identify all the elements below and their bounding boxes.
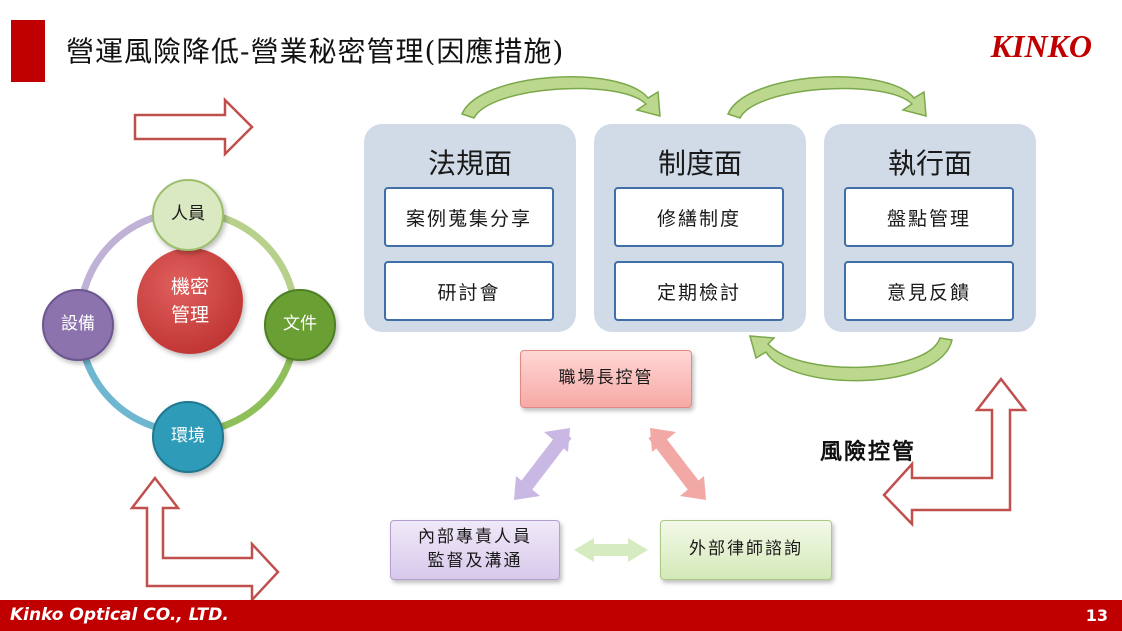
cycle-node-people: 人員 [152,179,224,251]
panel-item: 修繕制度 [614,187,784,247]
panel-title: 法規面 [427,147,512,180]
curved-arrow-icon [460,76,661,119]
control-label: 外部律師諮詢 [689,539,803,560]
panel-item: 盤點管理 [844,187,1014,247]
title-accent-bar [11,20,45,82]
internal-staff-box: 內部專責人員監督及溝通 [390,520,560,580]
outline-arrow-icon [882,376,1028,528]
curved-arrow-icon [748,335,953,382]
page-number: 13 [1085,606,1108,625]
cycle-center-line: 管理 [170,304,209,326]
panel-title: 制度面 [657,147,742,180]
curved-arrow-icon [726,76,927,119]
panel-item: 案例蒐集分享 [384,187,554,247]
double-arrow-icon [574,538,648,562]
control-label: 內部專責人員 [418,527,532,548]
panel-item: 意見反饋 [844,261,1014,321]
panel-item: 研討會 [384,261,554,321]
panel-regulation: 法規面 案例蒐集分享 研討會 [364,124,576,332]
cycle-node-label: 設備 [61,314,95,335]
page-title: 營運風險降低-營業秘密管理(因應措施) [66,35,565,68]
cycle-node-label: 人員 [171,204,205,225]
cycle-node-environment: 環境 [152,401,224,473]
panel-title: 執行面 [887,147,972,180]
company-name: Kinko Optical CO., LTD. [10,605,229,625]
cycle-node-label: 文件 [283,314,317,335]
outline-arrow-icon [129,475,280,600]
control-label: 職場長控管 [558,368,654,389]
external-lawyer-box: 外部律師諮詢 [660,520,832,580]
brand-logo: KINKO [990,28,1092,64]
double-arrow-icon [648,428,706,500]
footer-bar: Kinko Optical CO., LTD. 13 [0,600,1122,631]
cycle-node-label: 環境 [171,426,205,447]
cycle-node-documents: 文件 [264,289,336,361]
panel-item: 定期檢討 [614,261,784,321]
site-manager-control-box: 職場長控管 [520,350,692,408]
panel-execution: 執行面 盤點管理 意見反饋 [824,124,1036,332]
cycle-center-line: 機密 [170,275,209,298]
control-label: 監督及溝通 [427,551,523,571]
risk-control-label: 風險控管 [820,440,917,465]
outline-arrow-icon [133,96,254,158]
panel-system: 制度面 修繕制度 定期檢討 [594,124,806,332]
cycle-center-node: 機密管理 [137,248,243,354]
double-arrow-icon [514,428,572,500]
cycle-node-equipment: 設備 [42,289,114,361]
